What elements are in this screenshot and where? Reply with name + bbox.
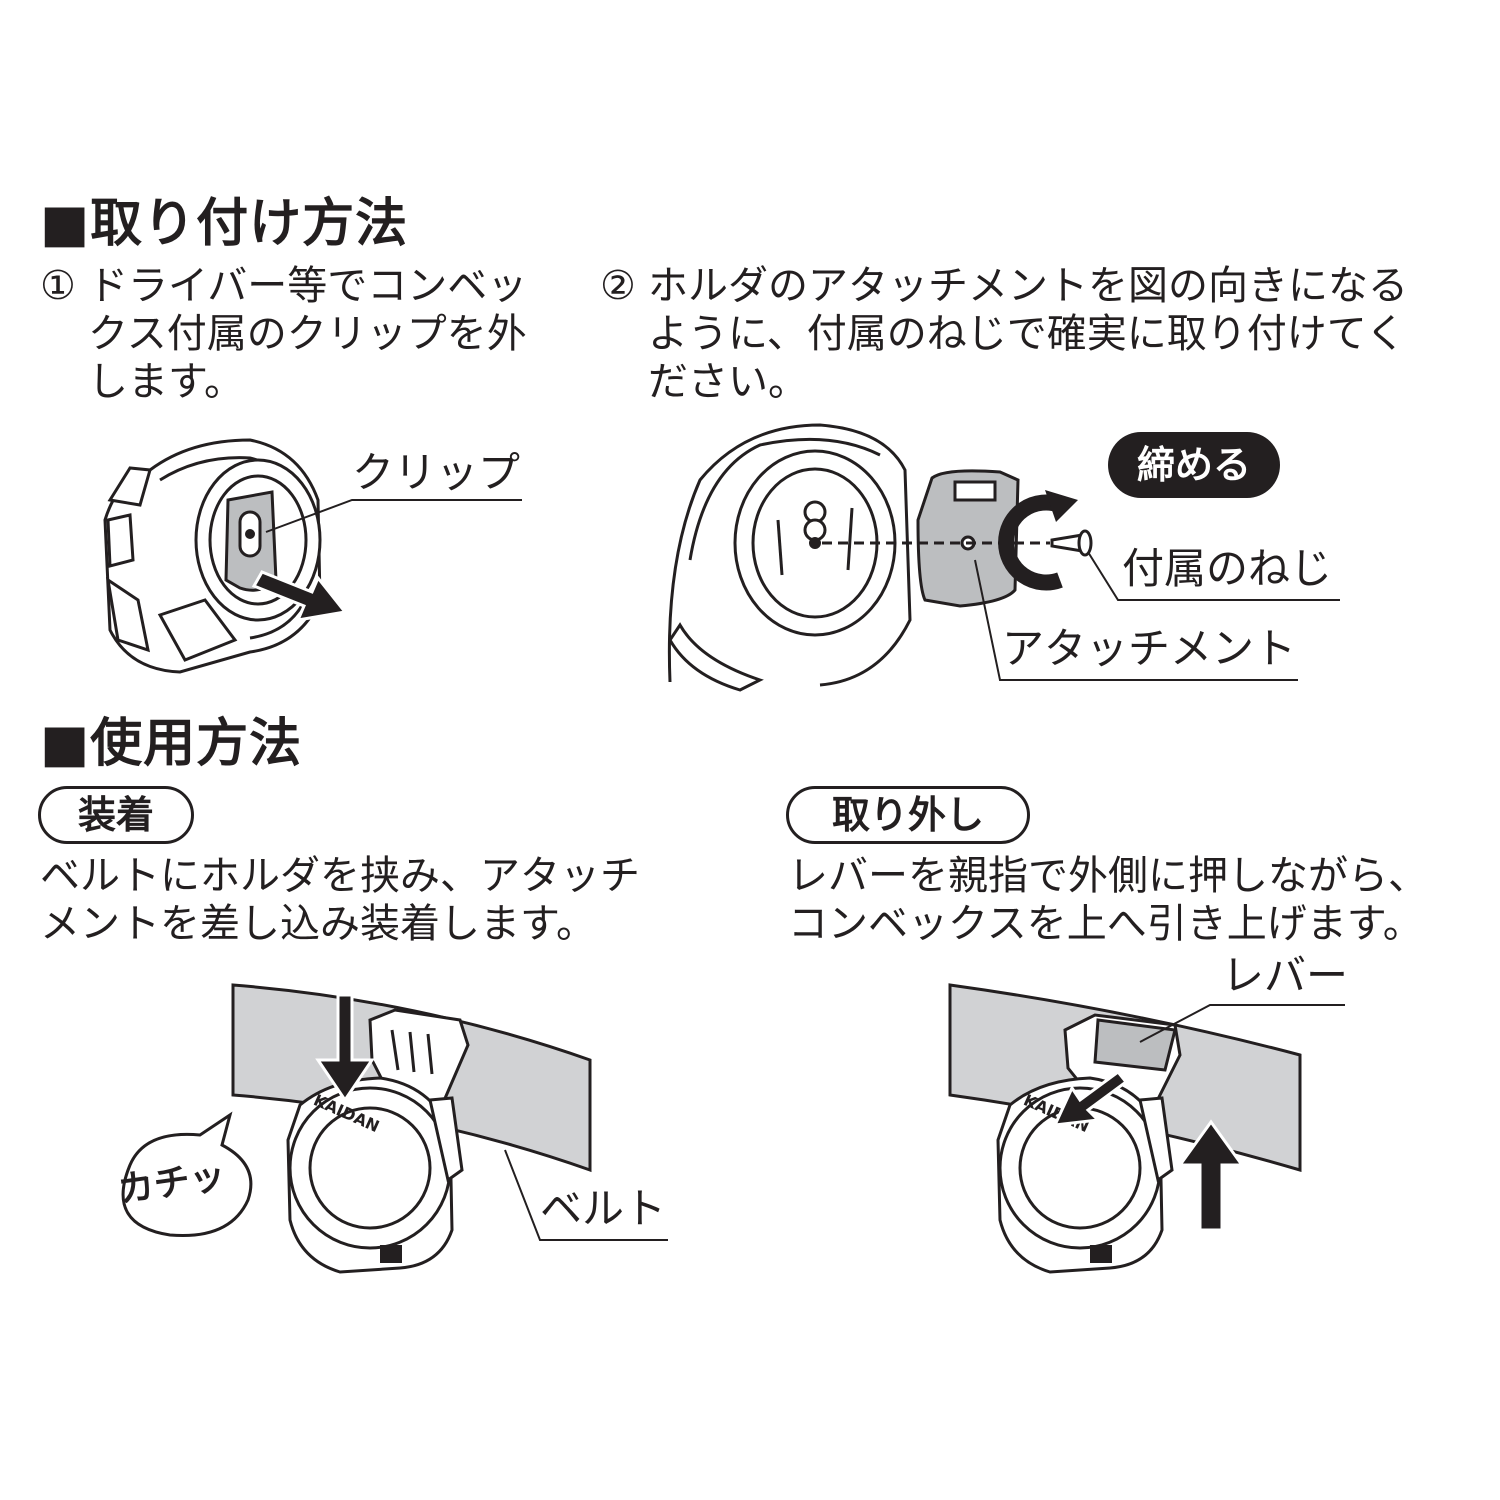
speech-bubble-kachi bbox=[121, 1111, 253, 1238]
step1-line: クス付属のクリップを外 bbox=[88, 311, 527, 357]
remove-line: コンベックスを上へ引き上げます。 bbox=[788, 901, 1423, 947]
step1-instruction: ① ドライバー等でコンベッ クス付属のクリップを外 します。 bbox=[40, 262, 527, 406]
step1-line: します。 bbox=[88, 359, 244, 405]
attach-pill: 装着 bbox=[38, 786, 194, 844]
belt-leader-line bbox=[504, 1149, 668, 1241]
step1-number: ① bbox=[40, 263, 76, 309]
tape-measure-step1 bbox=[103, 438, 322, 674]
usage-heading: ■使用方法 bbox=[40, 714, 303, 774]
step1-line: ドライバー等でコンベッ bbox=[88, 263, 528, 309]
lever-leader-line bbox=[1139, 1004, 1345, 1043]
attach-instruction: ベルトにホルダを挟み、アタッチ メントを差し込み装着します。 bbox=[40, 852, 640, 948]
lift-up-arrow bbox=[1177, 1119, 1245, 1232]
screw-part bbox=[1050, 529, 1093, 557]
attachment-label: アタッチメント bbox=[1002, 624, 1297, 673]
attachment-leader-line bbox=[974, 559, 1298, 681]
step2-line: ように、付属のねじで確実に取り付けてく bbox=[648, 311, 1406, 357]
remove-instruction: レバーを親指で外側に押しながら、 コンベックスを上へ引き上げます。 bbox=[788, 852, 1428, 948]
remove-pill: 取り外し bbox=[786, 786, 1030, 844]
step2-instruction: ② ホルダのアタッチメントを図の向きになる ように、付属のねじで確実に取り付けて… bbox=[600, 262, 1408, 406]
down-arrow-attach bbox=[315, 993, 375, 1103]
tighten-badge: 締める bbox=[1108, 432, 1280, 498]
attachment-part bbox=[916, 469, 1020, 608]
lever-push-arrow bbox=[1052, 1069, 1129, 1127]
belt-label: ベルト bbox=[540, 1184, 667, 1233]
step2-line: ホルダのアタッチメントを図の向きになる bbox=[648, 263, 1408, 309]
remove-arrow-step1 bbox=[251, 570, 348, 622]
lever-label: レバー bbox=[1222, 951, 1349, 1000]
tape-measure-attach bbox=[286, 1076, 464, 1274]
tape-measure-remove bbox=[996, 1076, 1174, 1274]
screw-leader-line bbox=[1087, 551, 1340, 601]
installation-heading: ■取り付け方法 bbox=[40, 194, 409, 254]
attach-line: メントを差し込み装着します。 bbox=[40, 901, 596, 947]
step2-line: ださい。 bbox=[648, 359, 808, 405]
step1-text: ドライバー等でコンベッ クス付属のクリップを外 します。 bbox=[88, 262, 527, 406]
remove-line: レバーを親指で外側に押しながら、 bbox=[788, 853, 1428, 899]
step2-text: ホルダのアタッチメントを図の向きになる ように、付属のねじで確実に取り付けてく … bbox=[648, 262, 1408, 406]
tighten-rotation-arrow bbox=[998, 490, 1078, 591]
screw-label: 付属のねじ bbox=[1122, 544, 1333, 593]
step2-number: ② bbox=[600, 263, 636, 309]
clip-label: クリップ bbox=[352, 448, 521, 497]
attach-line: ベルトにホルダを挟み、アタッチ bbox=[40, 853, 640, 899]
clip-leader-line bbox=[265, 499, 522, 533]
tape-measure-step2 bbox=[667, 423, 912, 692]
lever-part bbox=[1093, 1018, 1177, 1072]
